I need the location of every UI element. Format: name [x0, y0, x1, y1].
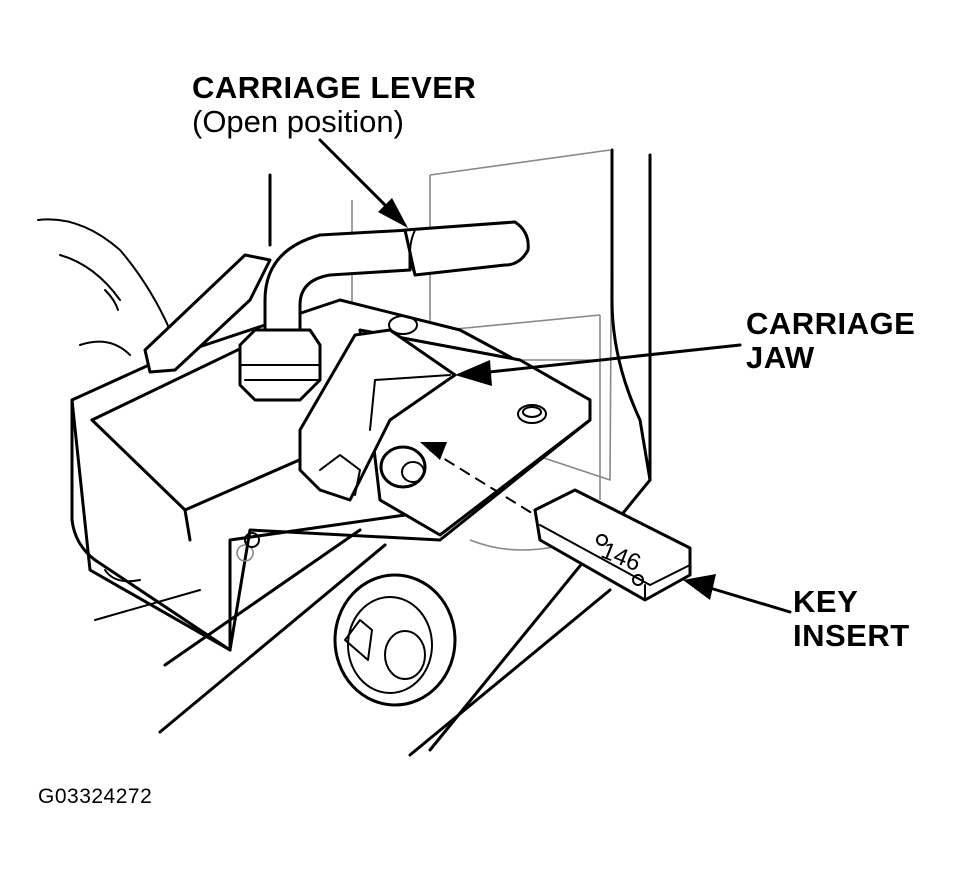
carriage-jaw-label-line1: CARRIAGE: [746, 306, 916, 341]
carriage-lever-label: CARRIAGE LEVER: [192, 70, 477, 105]
carriage-jaw: [298, 328, 457, 502]
carriage-lever-position-label: (Open position): [192, 104, 404, 139]
carriage-jaw-label-line2: JAW: [746, 340, 815, 375]
carriage-lever: [238, 220, 530, 402]
insertion-path-dashed-line: [429, 449, 536, 516]
insertion-arrowhead: [420, 442, 447, 460]
key-insert-label-line2: INSERT: [793, 618, 910, 653]
key-insert-label-line1: KEY: [793, 584, 859, 619]
leader-arrow-carriage-jaw: [455, 343, 742, 386]
left-arm-bracket: [143, 253, 272, 374]
figure-id: G03324272: [38, 785, 153, 808]
carriage-wheel: [333, 573, 457, 707]
front-rail: [94, 528, 387, 734]
left-clamp: [37, 218, 171, 356]
key-insert: [533, 488, 692, 602]
leader-arrow-key-insert: [683, 574, 792, 614]
leader-arrow-carriage-lever: [318, 138, 408, 228]
